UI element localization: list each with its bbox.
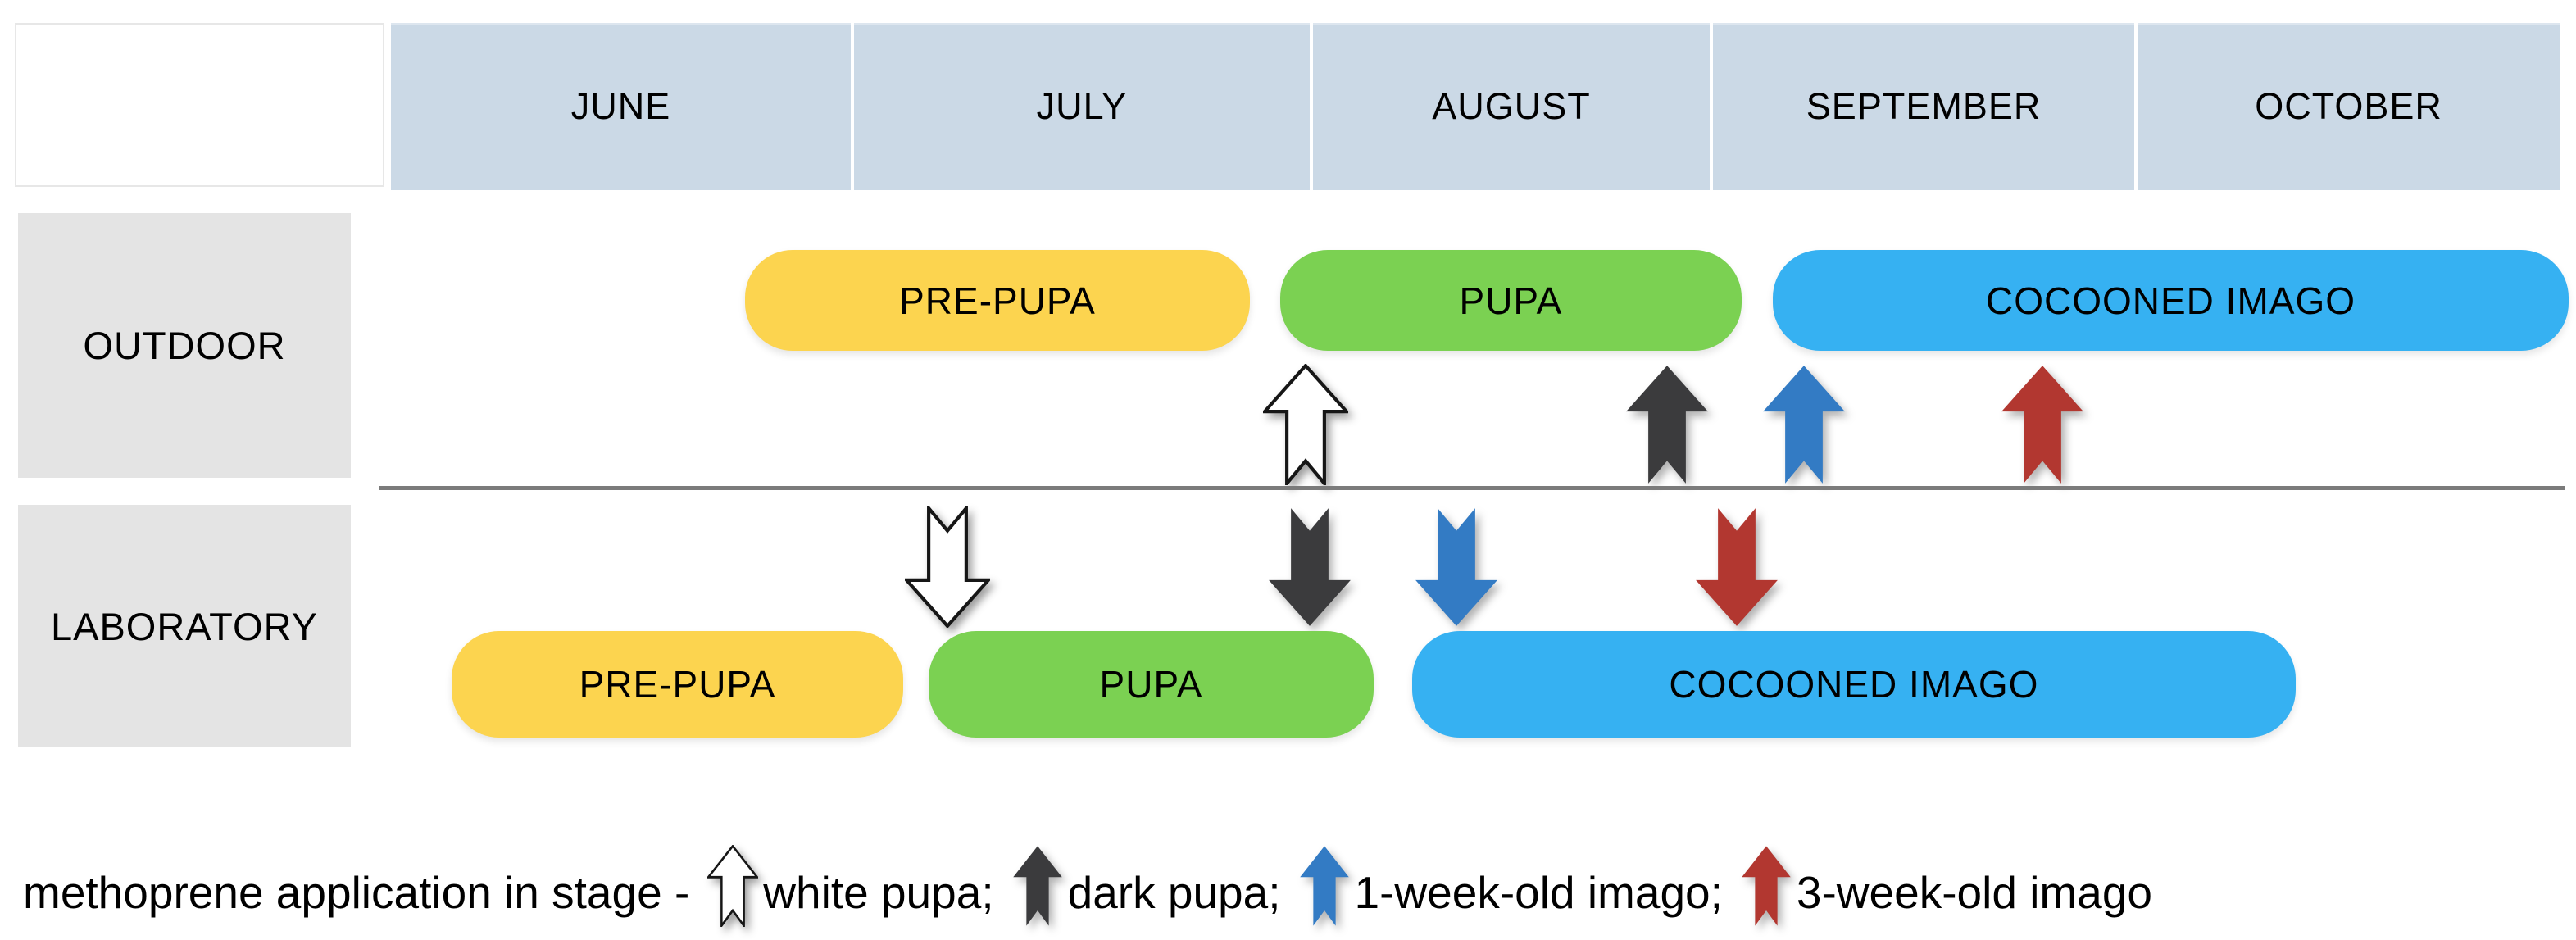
legend-item-label: 3-week-old imago (1796, 866, 2152, 918)
row-label-laboratory: LABORATORY (18, 505, 351, 747)
month-header-october: OCTOBER (2138, 23, 2560, 190)
outdoor-laboratory-divider (379, 486, 2565, 490)
block-arrow-shape (1696, 508, 1778, 626)
outdoor-stage-bars: PRE-PUPA PUPA COCOONED IMAGO (389, 250, 2569, 351)
block-arrow-shape (1742, 846, 1791, 926)
laboratory-label-text: LABORATORY (50, 604, 319, 648)
month-label: SEPTEMBER (1806, 85, 2042, 127)
stage-bar-pre-pupa: PRE-PUPA (452, 631, 903, 738)
month-label: JUNE (570, 85, 671, 127)
stage-bar-label: PRE-PUPA (899, 279, 1096, 322)
application-arrow-1-week-old-imago-icon (1414, 506, 1499, 628)
stage-bar-cocooned-imago: COCOONED IMAGO (1773, 250, 2569, 351)
laboratory-application-arrows (389, 506, 2561, 628)
application-arrow-dark-pupa-icon (1267, 506, 1352, 628)
legend-item-label: white pupa; (763, 866, 994, 918)
application-arrow-white-pupa-icon (1263, 364, 1349, 485)
legend-item-white-pupa: white pupa; (689, 845, 994, 929)
stage-bar-pupa: PUPA (928, 631, 1374, 738)
application-arrow-dark-pupa-icon (1624, 364, 1710, 485)
month-header-july: JULY (853, 23, 1310, 190)
block-arrow-shape (1299, 846, 1349, 926)
block-arrow-shape (1763, 366, 1845, 484)
legend: methoprene application in stage - white … (23, 826, 2564, 929)
legend-arrow-icon (1299, 845, 1350, 927)
application-arrow-1-week-old-imago-icon (1761, 364, 1847, 485)
block-arrow-shape (1415, 508, 1497, 626)
legend-item-dark-pupa: dark pupa; (994, 845, 1281, 929)
month-header-june: JUNE (391, 23, 851, 190)
outdoor-label-text: OUTDOOR (83, 324, 286, 367)
legend-item-3-week-old-imago: 3-week-old imago (1723, 845, 2152, 929)
block-arrow-shape (1626, 366, 1708, 484)
stage-bar-label: PUPA (1459, 279, 1563, 322)
legend-arrow-icon (1741, 845, 1792, 927)
block-arrow-shape (1263, 364, 1349, 485)
stage-bar-label: PUPA (1099, 663, 1203, 706)
month-header-september: SEPTEMBER (1713, 23, 2135, 190)
block-arrow-shape (707, 845, 759, 927)
month-header-row: JUNE JULY AUGUST SEPTEMBER OCTOBER (389, 23, 2561, 190)
outdoor-application-arrows (389, 364, 2561, 485)
stage-bar-label: PRE-PUPA (579, 663, 776, 706)
application-arrow-3-week-old-imago-icon (2000, 364, 2085, 485)
block-arrow-shape (2001, 366, 2083, 484)
legend-arrow-icon (707, 845, 759, 927)
legend-items: white pupa; dark pupa; 1-week-old imago; 3-… (689, 845, 2152, 929)
block-arrow-shape (905, 506, 991, 628)
block-arrow-shape (1012, 846, 1062, 926)
legend-item-label: 1-week-old imago; (1354, 866, 1723, 918)
legend-item-label: dark pupa; (1067, 866, 1281, 918)
stage-bar-pupa: PUPA (1280, 250, 1742, 351)
application-arrow-white-pupa-icon (905, 506, 991, 628)
block-arrow-shape (1269, 508, 1351, 626)
legend-arrow-icon (1012, 845, 1063, 927)
month-label: JULY (1036, 85, 1128, 127)
month-label: AUGUST (1432, 85, 1591, 127)
stage-bar-cocooned-imago: COCOONED IMAGO (1411, 631, 2296, 738)
legend-item-1-week-old-imago: 1-week-old imago; (1281, 845, 1723, 929)
application-arrow-3-week-old-imago-icon (1694, 506, 1779, 628)
row-label-outdoor: OUTDOOR (18, 213, 351, 478)
stage-bar-pre-pupa: PRE-PUPA (745, 250, 1250, 351)
stage-bar-label: COCOONED IMAGO (1669, 663, 2039, 706)
legend-prefix: methoprene application in stage - (23, 866, 690, 918)
header-corner-cell (15, 23, 384, 187)
month-label: OCTOBER (2255, 85, 2442, 127)
laboratory-stage-bars: PRE-PUPA PUPA COCOONED IMAGO (389, 631, 2561, 738)
stage-bar-label: COCOONED IMAGO (1986, 279, 2356, 322)
month-header-august: AUGUST (1312, 23, 1711, 190)
